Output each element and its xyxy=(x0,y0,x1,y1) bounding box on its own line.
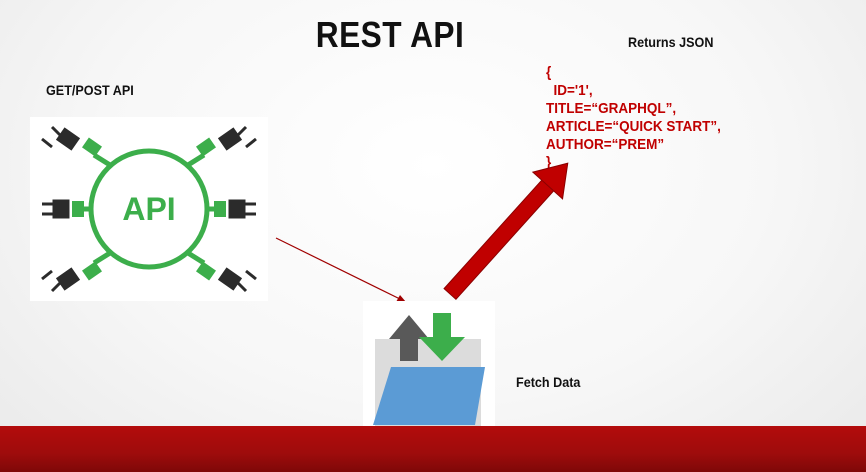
api-card: API xyxy=(30,117,268,301)
folder-transfer-icon xyxy=(373,313,485,427)
folder-card xyxy=(363,301,495,434)
slide-title: REST API xyxy=(315,14,465,55)
json-response: { ID='1', TITLE=“GRAPHQL”, ARTICLE=“QUIC… xyxy=(546,64,721,172)
json-line: { xyxy=(546,64,552,81)
json-line: AUTHOR=“PREM” xyxy=(546,136,665,153)
json-line: ARTICLE=“QUICK START”, xyxy=(546,118,721,135)
bottom-band xyxy=(0,426,866,472)
json-line: } xyxy=(546,154,552,171)
json-line: ID='1', xyxy=(546,82,593,99)
fetch-data-label: Fetch Data xyxy=(516,374,581,390)
api-plugs-icon: API xyxy=(41,125,257,293)
get-post-label: GET/POST API xyxy=(46,82,134,98)
api-icon-text: API xyxy=(122,191,175,227)
json-line: TITLE=“GRAPHQL”, xyxy=(546,100,677,117)
returns-json-label: Returns JSON xyxy=(628,34,714,50)
